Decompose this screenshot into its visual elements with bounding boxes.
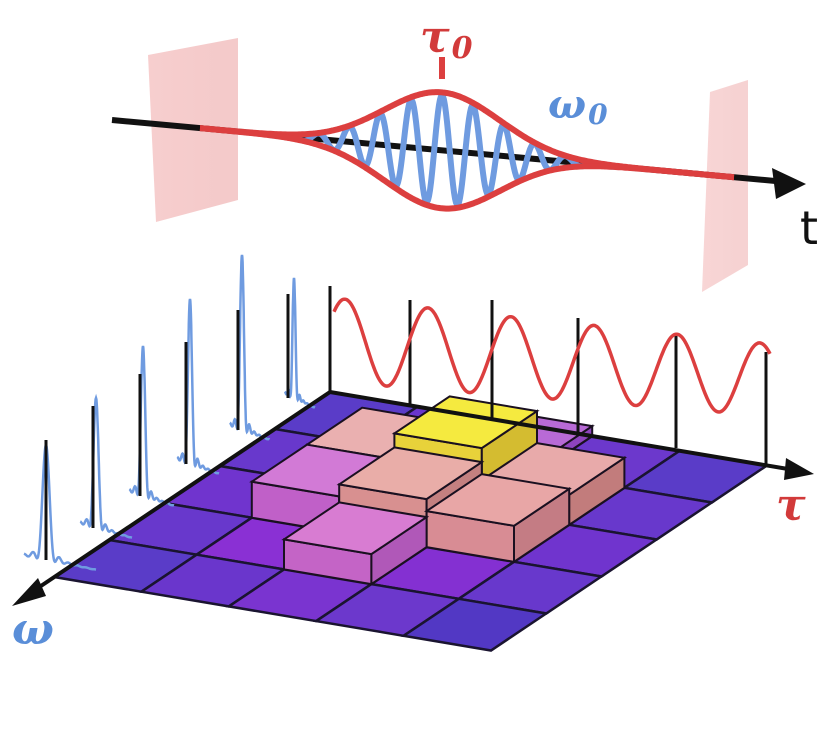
right-gate-plane bbox=[702, 80, 748, 292]
bar-blocks bbox=[249, 395, 628, 586]
tau-intensity-wave bbox=[332, 297, 772, 414]
bar-block bbox=[423, 473, 572, 564]
omega-spectrum-curve bbox=[23, 441, 97, 571]
omega-axis bbox=[24, 390, 332, 598]
tau-axis bbox=[329, 390, 795, 472]
time-axis-label: t bbox=[800, 201, 818, 255]
omega-spectrum-curve bbox=[229, 254, 271, 441]
tau0-label: τ0 bbox=[420, 12, 473, 66]
omega-spectrum-curve bbox=[176, 298, 220, 475]
omega-spectrum-curve bbox=[79, 393, 133, 539]
bar-top-face bbox=[391, 395, 540, 450]
tau-arrow-icon bbox=[784, 458, 814, 480]
pulse-diagram: τ0 ω0 t bbox=[111, 12, 818, 292]
omega-spectrum-curve bbox=[128, 345, 175, 507]
bar-block bbox=[281, 501, 430, 586]
bar-top-face bbox=[336, 446, 485, 501]
omega-axis-label: ω bbox=[12, 604, 54, 655]
time-frequency-grid: τ ω bbox=[12, 254, 814, 655]
envelope-lower bbox=[199, 125, 735, 212]
bar-top-face bbox=[423, 473, 572, 527]
floor-tile bbox=[400, 597, 550, 652]
bar-top-face bbox=[281, 501, 430, 556]
arrow-down-left-icon bbox=[12, 578, 46, 606]
tau-axis-label: τ bbox=[776, 480, 806, 531]
arrow-right-icon bbox=[772, 168, 806, 199]
axis-posts bbox=[44, 286, 768, 560]
omega0-label: ω0 bbox=[548, 81, 608, 131]
